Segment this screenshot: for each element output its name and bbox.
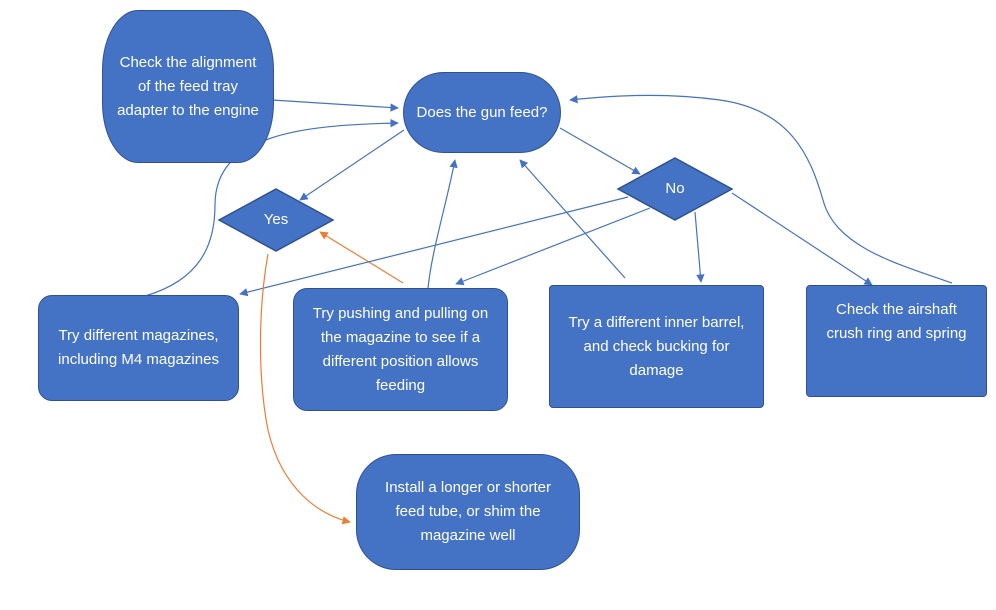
no-decision-label: No: [665, 180, 685, 197]
check-airshaft-label: Check the airshaft crush ring and spring: [826, 301, 967, 342]
arrow-no-to-pushing: [455, 207, 651, 286]
arrow-airshaft-to-feed: [569, 94, 953, 284]
check-alignment-node: Check the alignment of the feed tray ada…: [102, 10, 274, 163]
arrow-no-to-airshaft: [731, 192, 873, 286]
try-pushing-label: Try pushing and pulling on the magazine …: [312, 304, 489, 394]
install-feed-tube-label: Install a longer or shorter feed tube, o…: [385, 479, 551, 544]
yes-decision-shape: [217, 188, 335, 252]
arrow-barrel-to-feed: [519, 159, 626, 279]
does-gun-feed-label: Does the gun feed?: [416, 103, 548, 121]
try-magazines-label: Try different magazines, including M4 ma…: [58, 327, 219, 368]
try-inner-barrel-node: Try a different inner barrel, and check …: [549, 285, 764, 408]
try-pushing-node: Try pushing and pulling on the magazine …: [293, 288, 508, 411]
arrow-pushing-to-yes: [319, 231, 404, 284]
arrow-pushing-to-feed: [427, 159, 458, 289]
arrow-magazines-to-feed: [144, 118, 399, 297]
check-alignment-label: Check the alignment of the feed tray ada…: [117, 53, 259, 119]
arrow-yes-to-install: [259, 253, 351, 525]
arrow-alignment-to-feed: [271, 99, 399, 112]
arrow-no-to-magazines: [239, 196, 629, 297]
no-decision-shape: [616, 157, 734, 221]
arrow-feed-to-no: [559, 127, 641, 175]
yes-decision-label: Yes: [263, 211, 289, 228]
check-airshaft-node: Check the airshaft crush ring and spring: [806, 285, 987, 397]
arrow-no-to-barrel: [694, 211, 705, 283]
try-magazines-node: Try different magazines, including M4 ma…: [38, 295, 239, 401]
arrow-feed-to-yes: [299, 129, 405, 201]
try-inner-barrel-label: Try a different inner barrel, and check …: [568, 313, 745, 379]
install-feed-tube-node: Install a longer or shorter feed tube, o…: [356, 454, 580, 570]
does-gun-feed-node: Does the gun feed?: [403, 72, 561, 153]
